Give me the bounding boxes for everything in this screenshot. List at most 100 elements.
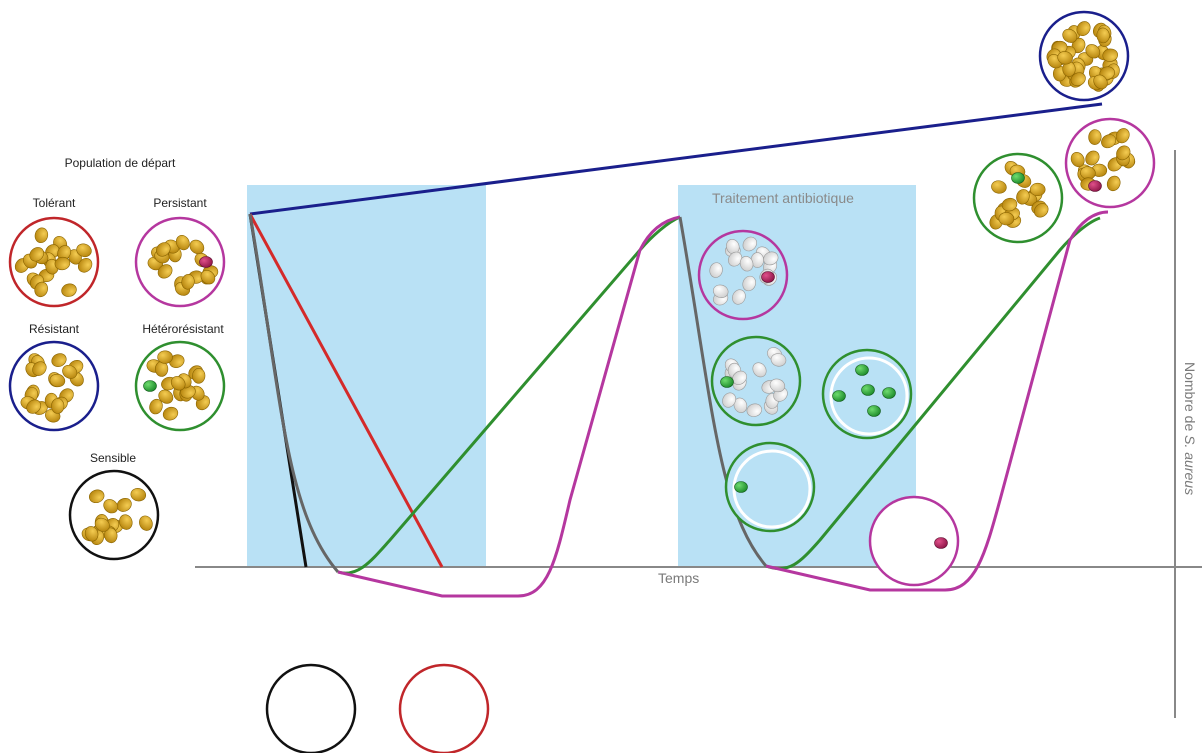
persistent-start-circle bbox=[134, 216, 226, 308]
legend-label-resistant: Résistant bbox=[28, 322, 80, 336]
common-decline-curve-2 bbox=[678, 216, 768, 567]
dead-cell bbox=[752, 362, 767, 378]
bacterium bbox=[29, 247, 45, 262]
heteroresistant-cell bbox=[143, 380, 157, 392]
resistant-final-circle bbox=[1038, 10, 1130, 102]
bacterium bbox=[192, 368, 206, 384]
heteroresistant-curve-2 bbox=[765, 216, 1101, 571]
bacterium bbox=[77, 257, 93, 273]
heteroresistant-residual-circle bbox=[724, 441, 816, 533]
y-axis-label-prefix: Nombre de bbox=[1182, 362, 1198, 436]
x-axis-label: Temps bbox=[658, 570, 700, 586]
dead-cell bbox=[722, 392, 737, 408]
dead-cell bbox=[770, 353, 787, 367]
bacterium bbox=[34, 227, 49, 244]
heteroresistant-cell bbox=[734, 481, 748, 493]
bacterium bbox=[130, 488, 147, 502]
persistent-start-ring bbox=[134, 216, 226, 308]
dead-cell bbox=[742, 236, 757, 252]
bacterium bbox=[189, 239, 205, 255]
bacterium bbox=[1033, 203, 1049, 218]
heteroresistant-cell bbox=[855, 364, 869, 376]
common-decline-curve-1 bbox=[248, 213, 340, 573]
tolerant-eradicated-circle bbox=[398, 663, 490, 753]
dead-cell bbox=[763, 251, 779, 266]
bacterium bbox=[169, 354, 185, 368]
bacterium bbox=[84, 526, 99, 542]
bacterium bbox=[1096, 27, 1110, 44]
persistent-curve-1 bbox=[337, 215, 681, 598]
bacterium bbox=[1029, 182, 1046, 197]
bacterium bbox=[51, 353, 67, 367]
bacterium bbox=[49, 373, 66, 388]
legend-label-sensible: Sensible bbox=[89, 451, 137, 465]
dead-cell bbox=[769, 378, 786, 393]
bacterium bbox=[1102, 48, 1118, 62]
bacterium bbox=[175, 235, 190, 251]
persistent-regrowth-circle bbox=[1064, 117, 1156, 209]
bacterium bbox=[1106, 175, 1121, 192]
tolerant-curve bbox=[248, 213, 444, 568]
bacterium bbox=[162, 406, 179, 421]
treatment-band-1 bbox=[247, 185, 486, 567]
bacterium bbox=[157, 264, 173, 279]
resistant-start-circle bbox=[8, 340, 100, 432]
dead-cell bbox=[742, 275, 756, 292]
sensible-eradicated-circle bbox=[265, 663, 357, 753]
heteroresistant-residual-inner-ring bbox=[732, 449, 812, 529]
bacterium bbox=[998, 212, 1015, 226]
bacterium bbox=[76, 243, 92, 258]
bacterium bbox=[1016, 189, 1030, 205]
bacterium bbox=[158, 389, 174, 404]
bacterium bbox=[181, 274, 195, 290]
dead-cell bbox=[709, 262, 723, 278]
persistent-treated-circle bbox=[697, 229, 789, 321]
bacterium bbox=[157, 350, 173, 364]
heteroresistant-cell bbox=[882, 387, 896, 399]
bacterium bbox=[1115, 128, 1130, 144]
bacterium bbox=[103, 499, 119, 514]
persister-cell bbox=[934, 537, 948, 549]
bacterium bbox=[119, 514, 133, 530]
dead-cell bbox=[746, 403, 763, 417]
heteroresistant-cell bbox=[720, 376, 734, 388]
bacterium bbox=[1085, 44, 1101, 59]
heteroresistant-cell bbox=[1011, 172, 1025, 184]
bacterium bbox=[1101, 134, 1117, 149]
bacterium bbox=[54, 256, 71, 271]
heteroresistant-start-circle bbox=[134, 340, 226, 432]
persistent-residual-inner-ring bbox=[876, 503, 956, 583]
heteroresistant-cell bbox=[832, 390, 846, 402]
bacterium bbox=[89, 489, 105, 504]
bacterium bbox=[104, 527, 118, 544]
heteroresistant-curve-1 bbox=[337, 215, 681, 575]
persistent-curve-2 bbox=[765, 210, 1109, 592]
heteroresistant-cell bbox=[867, 405, 881, 417]
bacterium bbox=[149, 398, 163, 415]
dead-cell bbox=[732, 289, 746, 305]
bacterium bbox=[94, 517, 110, 532]
bacterium bbox=[1070, 152, 1085, 168]
persister-cell bbox=[199, 256, 213, 268]
bacterium bbox=[26, 399, 42, 414]
bacterium bbox=[1093, 74, 1108, 90]
bacterium bbox=[170, 376, 186, 391]
bacterium bbox=[1076, 21, 1091, 37]
bacterium bbox=[62, 364, 78, 379]
heteroresistant-selected-circle bbox=[821, 348, 913, 440]
bacterium bbox=[200, 270, 216, 285]
sensible-start-ring bbox=[68, 469, 160, 561]
bacterium bbox=[1001, 197, 1018, 212]
bacterium bbox=[154, 361, 169, 377]
heteroresistant-cell bbox=[861, 384, 875, 396]
dead-cell bbox=[712, 284, 729, 298]
treatment-label: Traitement antibiotique bbox=[712, 190, 854, 206]
persister-cell bbox=[1088, 180, 1102, 192]
dead-cell bbox=[739, 255, 754, 272]
bacterium bbox=[1057, 51, 1073, 65]
tolerant-eradicated-ring bbox=[398, 663, 490, 753]
tolerant-start-circle bbox=[8, 216, 100, 308]
heteroresistant-regrowth-circle bbox=[972, 152, 1064, 244]
y-axis-label-species: S. aureus bbox=[1182, 435, 1198, 496]
